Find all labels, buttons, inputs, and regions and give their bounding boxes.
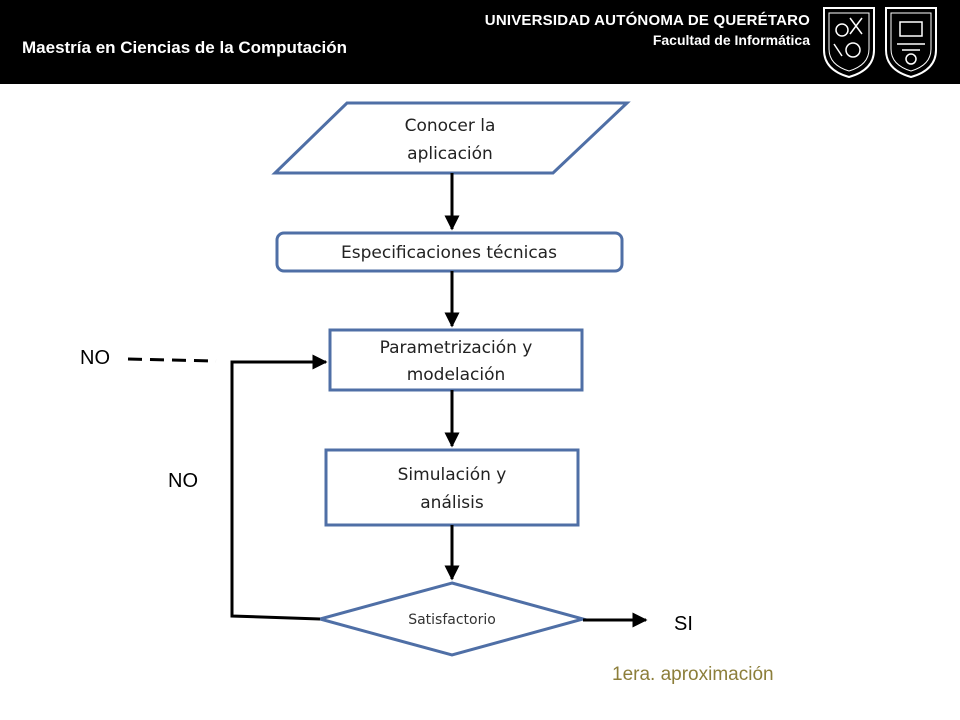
node-conocer-line2: aplicación xyxy=(407,144,493,164)
program-title: Maestría en Ciencias de la Computación xyxy=(22,38,347,57)
faculty-name: Facultad de Informática xyxy=(652,32,810,48)
node-conocer: Conocer la aplicación xyxy=(271,101,631,175)
university-seal-icon xyxy=(823,7,875,79)
institution-block: UNIVERSIDAD AUTÓNOMA DE QUERÉTARO Facult… xyxy=(485,12,810,48)
faculty-seal-icon xyxy=(885,7,937,79)
arrow-feedback-no xyxy=(230,354,328,621)
node-parametrizacion-line1: Parametrización y xyxy=(380,338,533,358)
node-simulacion-line1: Simulación y xyxy=(398,465,507,485)
label-no-top: NO xyxy=(80,347,110,369)
header-bar: Maestría en Ciencias de la Computación U… xyxy=(0,0,960,84)
node-satisfactorio-label: Satisfactorio xyxy=(408,612,496,628)
label-no-side: NO xyxy=(168,470,198,492)
university-name: UNIVERSIDAD AUTÓNOMA DE QUERÉTARO xyxy=(484,12,810,29)
node-especificaciones-label: Especificaciones técnicas xyxy=(341,243,557,263)
caption: 1era. aproximación xyxy=(612,664,774,685)
node-parametrizacion-line2: modelación xyxy=(407,365,506,385)
node-especificaciones: Especificaciones técnicas xyxy=(275,231,624,273)
node-parametrizacion: Parametrización y modelación xyxy=(328,328,584,392)
node-simulacion-line2: análisis xyxy=(420,493,484,513)
node-simulacion: Simulación y análisis xyxy=(324,448,580,527)
node-satisfactorio: Satisfactorio xyxy=(314,581,589,657)
node-conocer-line1: Conocer la xyxy=(405,116,496,136)
label-si: SI xyxy=(674,613,693,635)
dashed-no-line xyxy=(127,357,217,363)
